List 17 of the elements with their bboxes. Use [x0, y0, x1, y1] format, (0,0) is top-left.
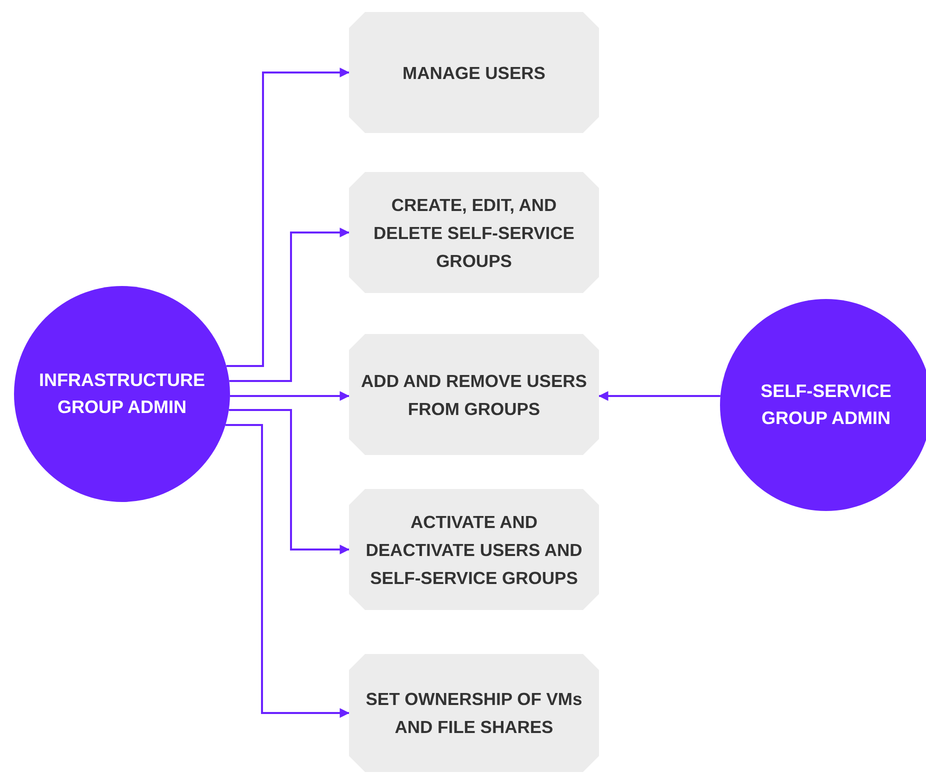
- node-label: ADD AND REMOVE USERS FROM GROUPS: [361, 370, 587, 420]
- task-box: [349, 172, 599, 293]
- arrow: [228, 409, 350, 554]
- node-label: SELF-SERVICE GROUP ADMIN: [760, 380, 892, 430]
- node-label: MANAGE USERS: [402, 62, 546, 84]
- node-label: SET OWNERSHIP OF VMs AND FILE SHARES: [364, 688, 584, 739]
- arrow: [226, 68, 350, 367]
- arrow: [229, 228, 350, 382]
- arrow: [230, 391, 350, 401]
- arrow: [598, 391, 720, 401]
- node-label: CREATE, EDIT, AND DELETE SELF-SERVICE GROUPS: [372, 194, 576, 272]
- node-label: ACTIVATE AND DEACTIVATE USERS AND SELF-SERVICE GROUPS: [364, 510, 584, 590]
- node-label: INFRASTRUCTURE GROUP ADMIN: [38, 369, 206, 419]
- task-box: [349, 489, 599, 610]
- task-box: [349, 654, 599, 772]
- task-box: [349, 12, 599, 133]
- task-box: [349, 334, 599, 455]
